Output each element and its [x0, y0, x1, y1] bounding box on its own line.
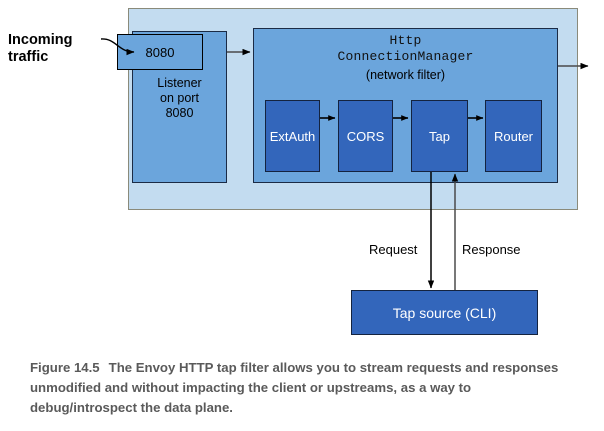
listener-port-label: 8080 — [145, 44, 175, 60]
incoming-traffic-label: Incoming traffic — [8, 32, 104, 66]
listener-label-line-1: Listener — [157, 76, 202, 90]
listener-label-line-3: 8080 — [165, 106, 194, 120]
http-connection-manager-subtitle: (network filter) — [365, 68, 446, 82]
filter-box-router: Router — [485, 100, 542, 172]
hcm-title-line-2: ConnectionManager — [337, 49, 474, 64]
figure-caption-text: The Envoy HTTP tap filter allows you to … — [30, 360, 559, 415]
filter-label-router: Router — [493, 128, 534, 144]
figure-number: Figure 14.5 — [30, 360, 100, 375]
tap-source-label: Tap source (CLI) — [392, 304, 497, 321]
incoming-traffic-line-2: traffic — [8, 49, 49, 65]
listener-port-box: 8080 — [117, 34, 203, 70]
response-flow-label: Response — [462, 242, 521, 257]
incoming-traffic-line-1: Incoming — [8, 32, 73, 48]
filter-label-extauth: ExtAuth — [269, 128, 316, 144]
filter-label-tap: Tap — [429, 128, 450, 144]
listener-label-line-2: on port — [160, 91, 199, 105]
tap-source-box: Tap source (CLI) — [351, 290, 538, 335]
request-flow-label: Request — [369, 242, 418, 257]
hcm-title-line-1: Http — [389, 33, 422, 48]
listener-label: Listener on port 8080 — [132, 76, 227, 121]
filter-label-cors: CORS — [346, 128, 385, 144]
filter-box-extauth: ExtAuth — [265, 100, 320, 172]
http-connection-manager-title: Http ConnectionManager — [253, 33, 558, 65]
filter-box-cors: CORS — [338, 100, 393, 172]
filter-box-tap: Tap — [411, 100, 468, 172]
